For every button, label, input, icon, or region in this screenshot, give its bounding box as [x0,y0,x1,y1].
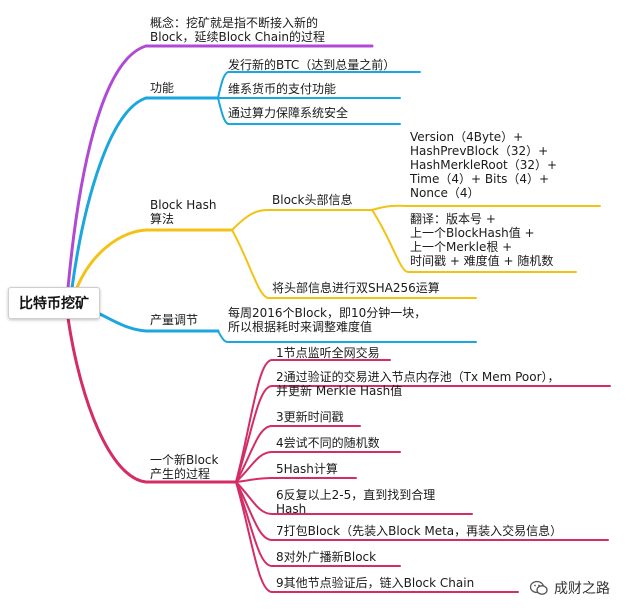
block-hash-label: Block Hash 算法 [150,198,217,226]
process-link-8 [235,481,401,567]
function-link-3 [217,97,401,125]
output-label: 产量调节 [150,313,199,327]
process-step-1: 1节点监听全网交易 [276,346,380,360]
process-link-5 [235,477,357,483]
process-link-6 [235,481,473,515]
function-link-1 [217,71,421,99]
process-step-8: 8对外广播新Block [276,550,377,564]
branch-block-hash [74,228,234,292]
function-item-3: 通过算力保障系统安全 [228,106,349,120]
function-item-2: 维系货币的支付功能 [228,82,337,96]
process-step-2: 2通过验证的交易进入节点内存池（Tx Mem Poor）， 并更新 Merkle… [276,370,560,398]
hash-link-sha [231,229,477,299]
process-link-3 [235,425,361,483]
function-item-1: 发行新的BTC（达到总量之前） [228,58,396,72]
root-node[interactable]: 比特币挖矿 [8,287,100,319]
process-step-5: 5Hash计算 [276,462,338,476]
output-text: 每周2016个Block，即10分钟一块， 所以根据耗时来调整难度值 [228,306,427,334]
hash-link-header [231,209,373,231]
process-link-9 [235,481,519,593]
function-label: 功能 [150,81,175,95]
process-link-2 [235,385,611,483]
process-step-7: 7打包Block（先装入Block Meta，再装入交易信息） [276,524,563,538]
header-link-translation [371,209,577,273]
watermark-text: 成财之路 [554,581,610,597]
concept-text: 概念：挖矿就是指不断接入新的 Block，延续Block Chain的过程 [150,16,326,44]
header-link-fields [371,204,601,211]
branch-concept [66,44,374,290]
wechat-icon [530,580,548,595]
process-label: 一个新Block 产生的过程 [150,453,219,481]
output-link [217,330,477,343]
block-header-label: Block头部信息 [272,193,353,207]
branch-output [94,310,220,333]
process-link-4 [235,451,401,483]
process-step-9: 9其他节点验证后，链入Block Chain [276,576,475,590]
process-link-7 [235,481,609,541]
double-sha-text: 将头部信息进行双SHA256运算 [272,281,440,295]
process-link-1 [235,359,391,483]
branch-function [70,96,220,290]
process-step-6: 6反复以上2-5，直到找到合理 Hash [276,488,436,516]
process-step-3: 3更新时间戳 [276,410,344,424]
block-header-fields: Version（4Byte）+ HashPrevBlock（32）+ HashM… [410,130,558,200]
block-header-translation: 翻译：版本号 + 上一个BlockHash值 + 上一个Merkle根 + 时间… [410,212,554,268]
process-step-4: 4尝试不同的随机数 [276,436,380,450]
branch-process [66,316,238,484]
watermark: 成财之路 [530,578,610,598]
